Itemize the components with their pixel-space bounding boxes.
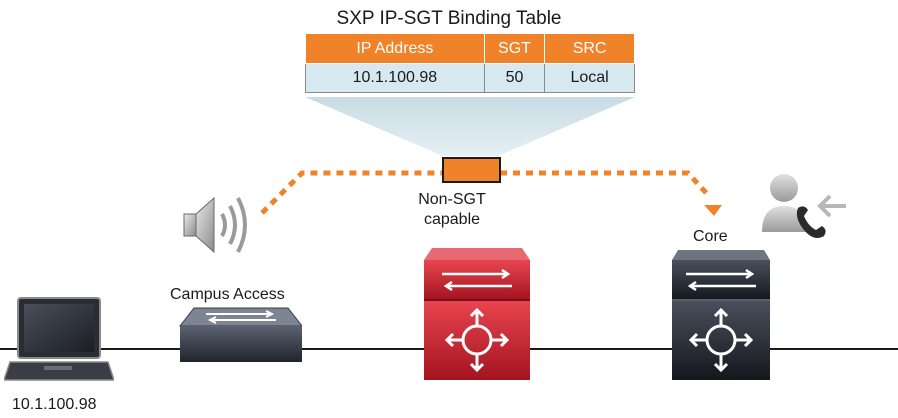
- sxp-arrowhead: [704, 205, 722, 216]
- access-switch-icon: [178, 307, 302, 362]
- cell-sgt: 50: [483, 63, 546, 93]
- table-row: 10.1.100.98 50 Local: [305, 63, 635, 93]
- user-phone-icon: [762, 174, 846, 238]
- header-ip-address: IP Address: [305, 33, 485, 64]
- table-header-row: IP Address SGT SRC: [305, 33, 635, 64]
- binding-table: IP Address SGT SRC 10.1.100.98 50 Local: [305, 33, 635, 93]
- endpoint-ip-label: 10.1.100.98: [12, 396, 97, 413]
- sxp-dotted-path: [260, 170, 443, 215]
- non-sgt-label: Non-SGT capable: [412, 190, 492, 230]
- sxp-dotted-path-right: [500, 170, 710, 197]
- campus-access-label: Campus Access: [170, 286, 285, 303]
- cell-src: Local: [544, 63, 635, 93]
- laptop-icon: [4, 297, 114, 381]
- non-sgt-line1: Non-SGT: [418, 191, 486, 208]
- speaker-icon: [183, 196, 247, 254]
- core-label: Core: [693, 228, 728, 245]
- header-sgt: SGT: [483, 33, 546, 64]
- header-src: SRC: [544, 33, 635, 64]
- core-switch-icon: [672, 250, 770, 380]
- cell-ip: 10.1.100.98: [305, 63, 485, 93]
- non-sgt-box: [442, 157, 501, 183]
- callout-cone: [305, 97, 635, 156]
- table-title: SXP IP-SGT Binding Table: [336, 8, 562, 29]
- distribution-switch-icon: [424, 248, 530, 380]
- non-sgt-line2: capable: [423, 211, 481, 228]
